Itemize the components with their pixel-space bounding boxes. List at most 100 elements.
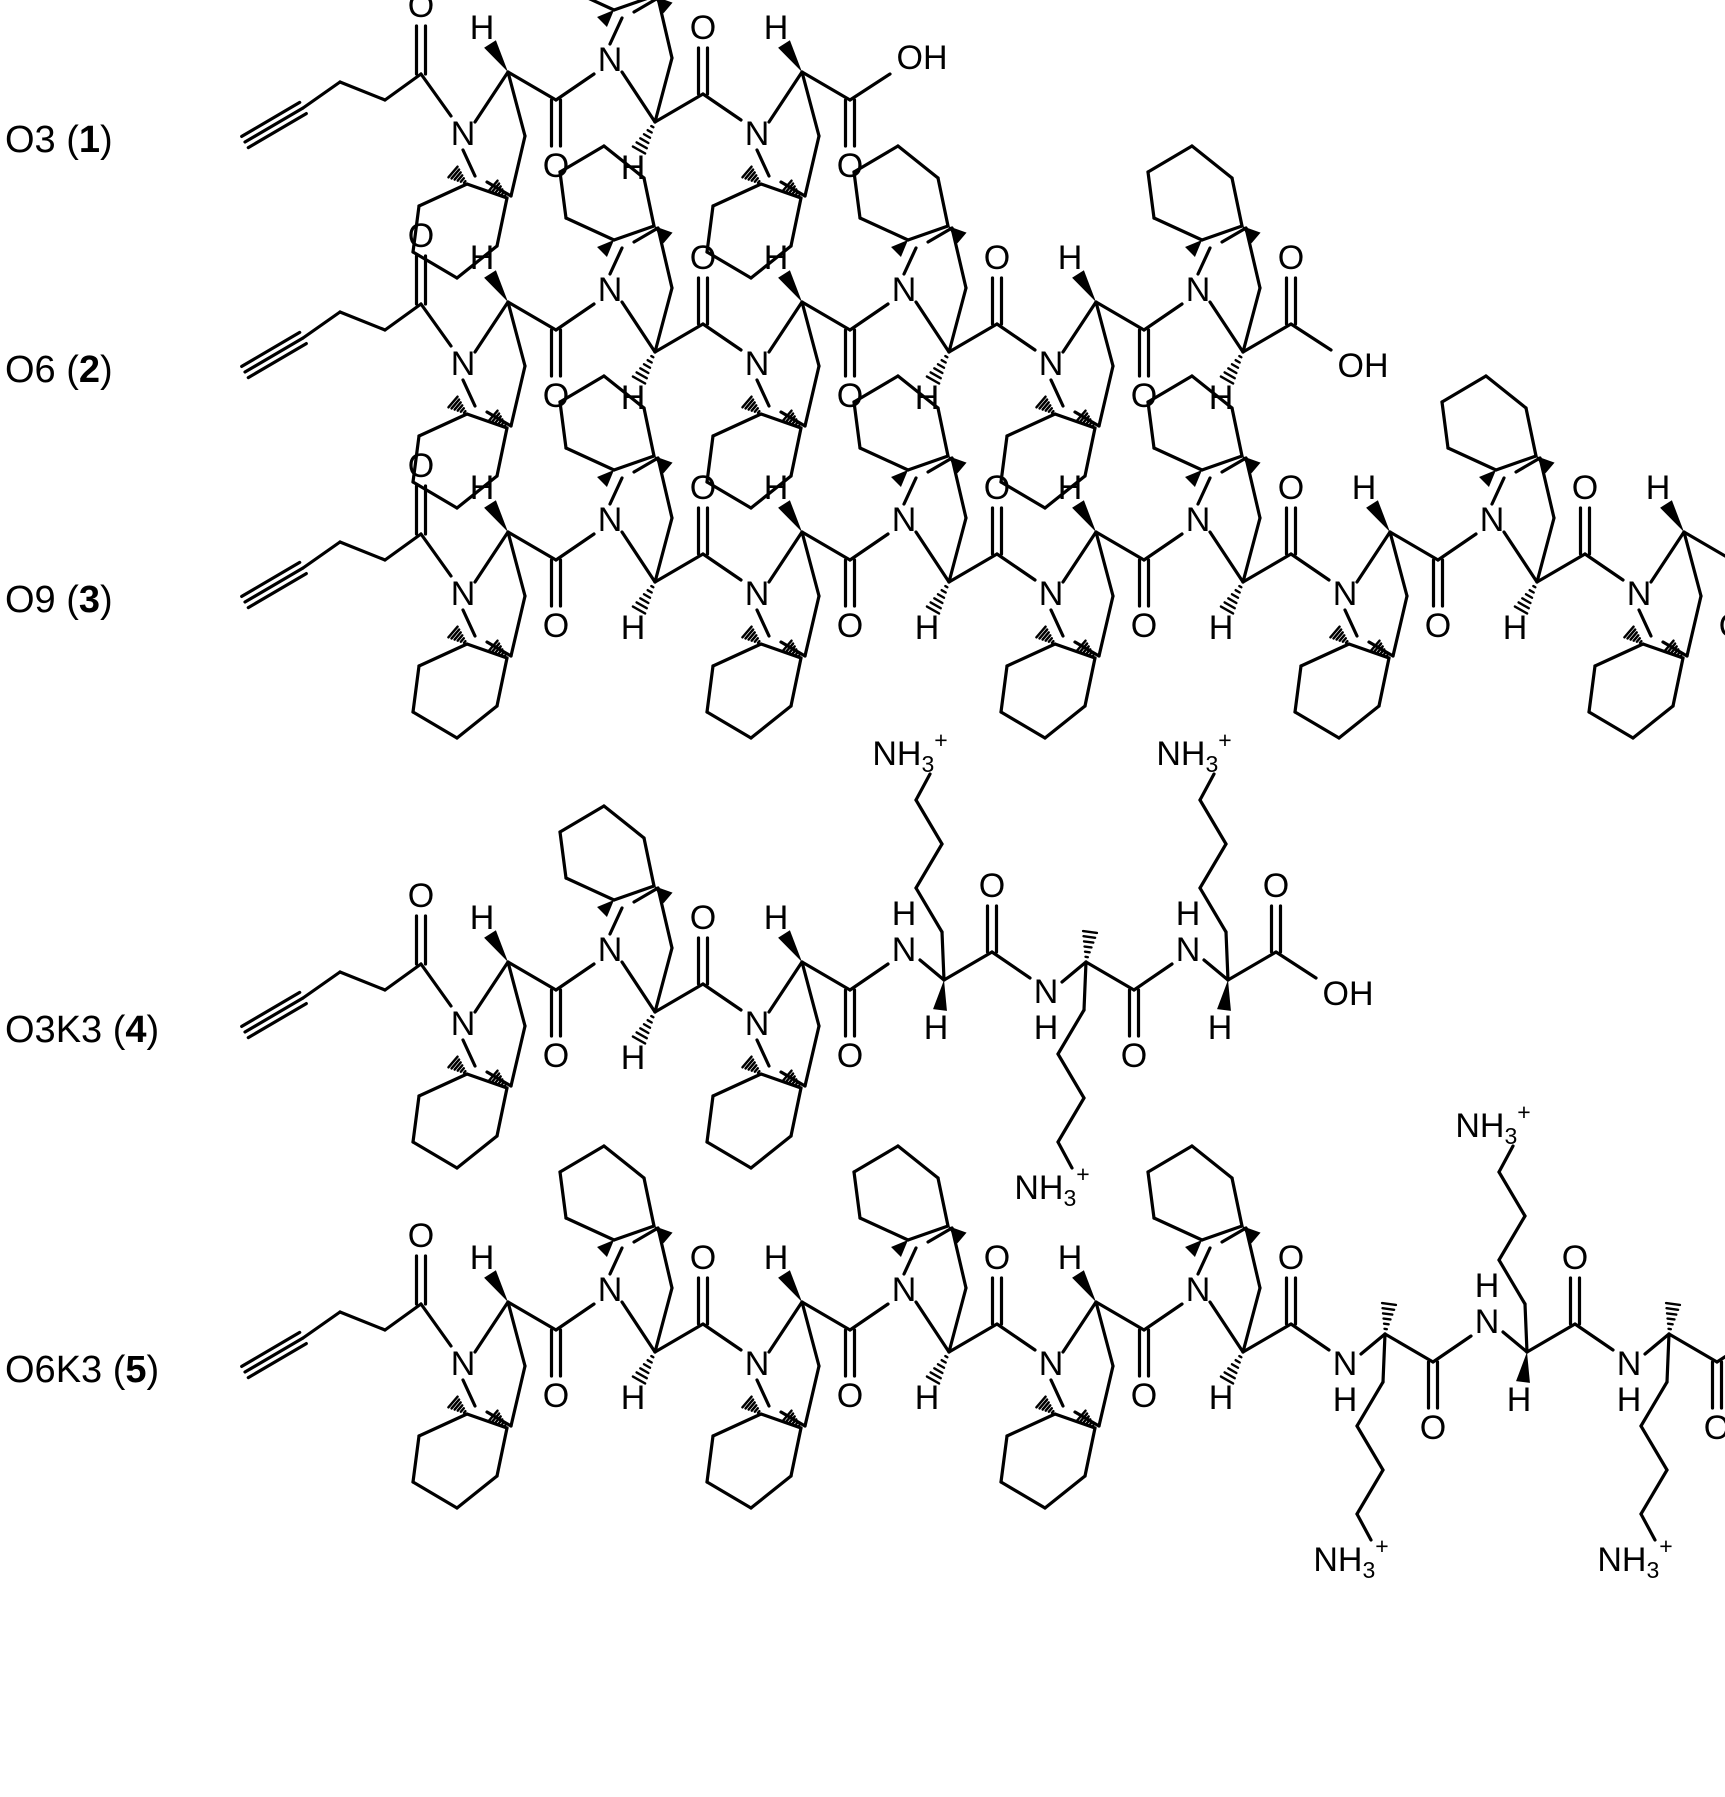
ring-bond (1005, 1412, 1057, 1438)
oxygen-label: O (543, 147, 569, 185)
single-bond (338, 1310, 387, 1332)
ring-bond (1299, 642, 1351, 668)
ring-bond (564, 1216, 616, 1242)
oic-residue-down: HN (411, 899, 527, 1170)
ring-bond (417, 412, 469, 438)
single-bond (620, 300, 657, 354)
single-bond (767, 530, 804, 584)
ring-bond (999, 434, 1009, 484)
single-bond (656, 1226, 674, 1290)
hydrogen-label: H (470, 469, 495, 507)
amide-carbonyl (990, 276, 1004, 326)
single-bond (1241, 1286, 1262, 1354)
single-bond (1667, 1332, 1719, 1364)
ring-bond (558, 170, 568, 220)
single-bond (338, 540, 387, 562)
wedge-bond (597, 10, 614, 27)
wedge-bond (948, 1226, 967, 1244)
single-bond (383, 532, 423, 562)
oic-residue-down: HN (705, 1239, 821, 1510)
single-bond (656, 456, 674, 520)
ring-bond (1043, 474, 1087, 510)
hydrogen-label: H (1475, 1267, 1500, 1305)
oic-residue-down: HN (705, 899, 821, 1170)
oxygen-label: O (543, 1037, 569, 1075)
wedge-bond (484, 40, 508, 72)
ring-bond (1043, 1474, 1087, 1510)
single-bond (800, 960, 821, 1028)
hashed-bond (741, 625, 761, 645)
single-bond (338, 310, 387, 332)
single-bond (914, 300, 951, 354)
wedge-bond (484, 270, 508, 302)
single-bond (1355, 1424, 1385, 1472)
ring-bond (705, 1140, 753, 1170)
ring-bond (558, 1170, 568, 1220)
single-bond (1196, 1246, 1212, 1276)
ring-bond (1005, 642, 1057, 668)
wedge-bond (1366, 500, 1390, 532)
single-bond (1097, 364, 1115, 428)
single-bond (1220, 1226, 1248, 1244)
single-bond (926, 1226, 954, 1244)
single-bond (1226, 950, 1278, 982)
ring-bond (411, 710, 459, 740)
amide-carbonyl (1431, 558, 1445, 608)
single-bond (653, 1322, 705, 1354)
cyclohexane-ring (558, 804, 656, 902)
single-bond (608, 1246, 624, 1276)
single-bond (509, 1364, 527, 1428)
nitrogen-label: N (598, 1271, 623, 1309)
hydrogen-label: H (1209, 1379, 1234, 1417)
ring-bond (558, 374, 606, 404)
nitrogen-label: N (451, 1005, 476, 1043)
wedge-bond (484, 500, 508, 532)
single-bond (1343, 608, 1359, 638)
hashed-bond (487, 1069, 507, 1089)
single-bond (1049, 1378, 1065, 1408)
ring-bond (749, 704, 793, 740)
single-bond (506, 300, 527, 368)
hashed-bond (487, 1409, 507, 1429)
hydrogen-label: H (1617, 1381, 1642, 1419)
single-bond (1097, 1364, 1115, 1428)
hydrogen-label: H (892, 895, 917, 933)
single-bond (653, 982, 705, 1014)
single-bond (419, 1302, 453, 1348)
ring-bond (1440, 400, 1450, 450)
single-bond (1514, 456, 1542, 474)
oxygen-label: O (837, 607, 863, 645)
single-bond (620, 960, 657, 1014)
cyclohexane-ring (1146, 374, 1244, 472)
single-bond (506, 300, 558, 332)
oxygen-label: O (984, 1239, 1010, 1277)
wedge-bond (948, 456, 967, 474)
nitrogen-label: N (1333, 575, 1358, 613)
ring-bond (1043, 704, 1087, 740)
ring-bond (642, 836, 656, 888)
hashed-bond (447, 1055, 467, 1075)
oic-residue-down: HN (411, 9, 527, 280)
hashed-bond (447, 625, 467, 645)
ring-bond (705, 434, 715, 484)
ring-bond (495, 656, 509, 708)
amide-carbonyl (549, 98, 563, 148)
hashed-bond (1219, 1354, 1243, 1385)
ring-bond (411, 1434, 421, 1484)
single-bond (947, 286, 968, 354)
amide-carbonyl (843, 1328, 857, 1378)
ring-bond (1337, 704, 1381, 740)
ring-bond (852, 1144, 900, 1174)
single-bond (701, 552, 743, 582)
ring-bond (417, 182, 469, 208)
ring-bond (602, 804, 646, 840)
single-bond (620, 1300, 657, 1354)
hydroxyl-label: OH (1323, 975, 1374, 1013)
oic-residue-down: HN (1587, 469, 1703, 740)
ring-bond (705, 250, 753, 280)
ring-bond (858, 1216, 910, 1242)
ring-bond (906, 224, 950, 242)
amide-carbonyl (696, 276, 710, 326)
